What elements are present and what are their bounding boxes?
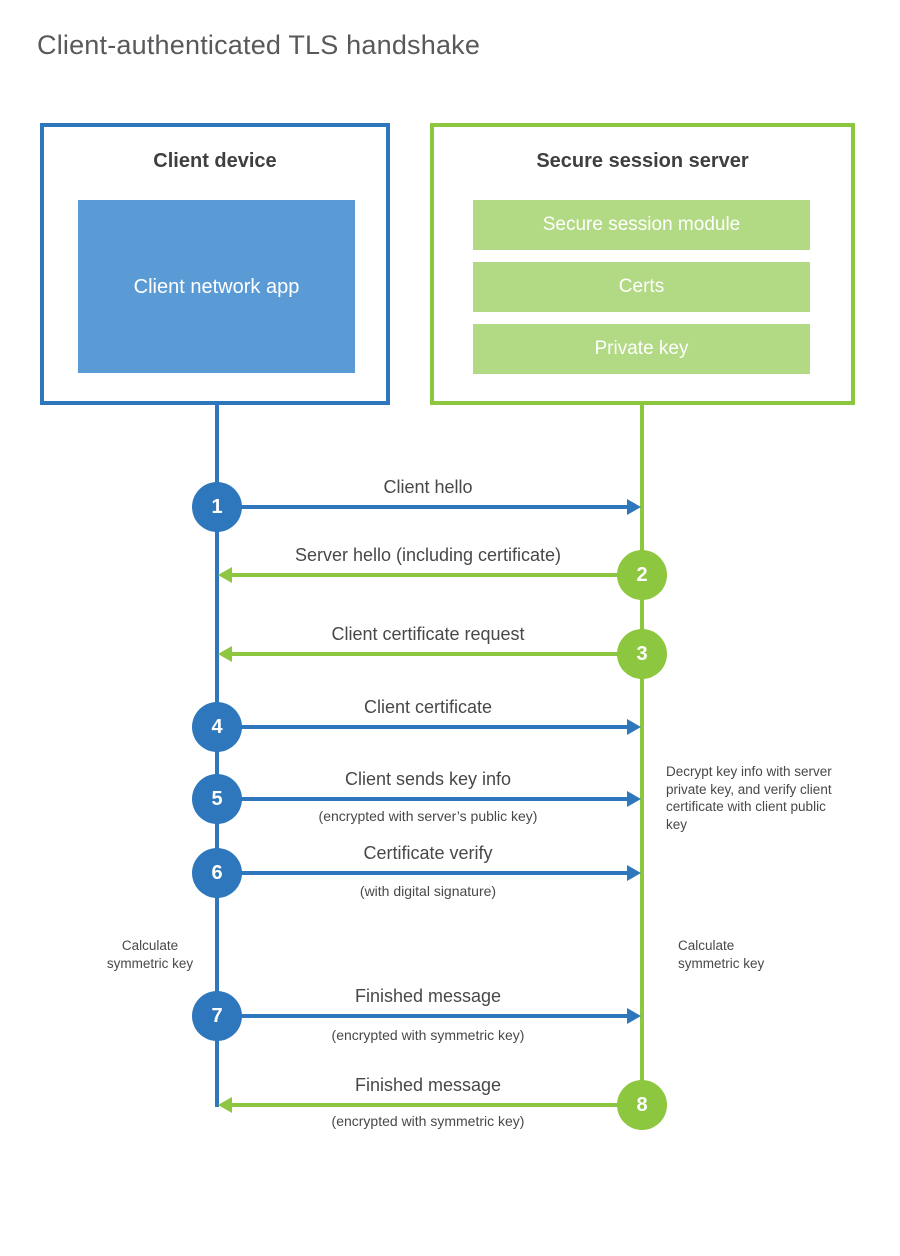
client-network-app-label: Client network app <box>133 275 300 298</box>
calc-symmetric-key-right: Calculate symmetric key <box>678 938 765 971</box>
step8-number: 8 <box>636 1093 648 1116</box>
step7-sublabel: (encrypted with symmetric key) <box>331 1027 525 1043</box>
server-module-certs: Certs <box>473 262 810 312</box>
step8-label: Finished message <box>354 1075 502 1095</box>
step1-arrow-head-icon <box>627 499 641 515</box>
step6-number: 6 <box>211 861 223 884</box>
step2-arrow-line <box>231 573 642 577</box>
step3-arrow-head-icon <box>218 646 232 662</box>
step1-label: Client hello <box>383 477 473 497</box>
step4-label: Client certificate <box>363 697 493 717</box>
page-title: Client-authenticated TLS handshake <box>37 30 481 60</box>
server-lifeline <box>640 405 644 1130</box>
server-module-private-key: Private key <box>473 324 810 374</box>
step6-arrow-line <box>217 871 628 875</box>
decrypt-key-note: Decrypt key info with server private key… <box>666 764 832 832</box>
step4-number-badge: 4 <box>192 702 242 752</box>
client-network-app-box: Client network app <box>78 200 355 373</box>
step7-label: Finished message <box>354 986 502 1006</box>
step3-label: Client certificate request <box>331 624 525 644</box>
step6-arrow-head-icon <box>627 865 641 881</box>
step2-label: Server hello (including certificate) <box>294 545 562 565</box>
server-module-secure-session: Secure session module <box>473 200 810 250</box>
step6-label: Certificate verify <box>363 843 493 863</box>
client-lifeline <box>215 405 219 1107</box>
step4-arrow-head-icon <box>627 719 641 735</box>
step5-label: Client sends key info <box>344 769 512 789</box>
step5-arrow-head-icon <box>627 791 641 807</box>
step1-arrow-line <box>217 505 628 509</box>
step1-number: 1 <box>211 495 223 518</box>
step3-arrow-line <box>231 652 642 656</box>
step8-arrow-head-icon <box>218 1097 232 1113</box>
step8-number-badge: 8 <box>617 1080 667 1130</box>
secure-session-server-title: Secure session server <box>536 150 749 172</box>
step3-number: 3 <box>636 642 648 665</box>
step5-sublabel: (encrypted with server’s public key) <box>318 808 538 824</box>
step6-sublabel: (with digital signature) <box>359 883 497 899</box>
step2-number: 2 <box>636 563 648 586</box>
step4-number: 4 <box>211 715 223 738</box>
step3-number-badge: 3 <box>617 629 667 679</box>
step8-arrow-line <box>231 1103 642 1107</box>
client-device-title: Client device <box>153 150 277 172</box>
step7-number: 7 <box>211 1004 223 1027</box>
step5-number: 5 <box>211 787 223 810</box>
step5-arrow-line <box>217 797 628 801</box>
step4-arrow-line <box>217 725 628 729</box>
calc-symmetric-key-left: Calculate symmetric key <box>106 938 194 971</box>
step2-arrow-head-icon <box>218 567 232 583</box>
step5-number-badge: 5 <box>192 774 242 824</box>
step6-number-badge: 6 <box>192 848 242 898</box>
step7-arrow-head-icon <box>627 1008 641 1024</box>
step7-arrow-line <box>217 1014 628 1018</box>
step2-number-badge: 2 <box>617 550 667 600</box>
step7-number-badge: 7 <box>192 991 242 1041</box>
step1-number-badge: 1 <box>192 482 242 532</box>
step8-sublabel: (encrypted with symmetric key) <box>331 1113 525 1129</box>
